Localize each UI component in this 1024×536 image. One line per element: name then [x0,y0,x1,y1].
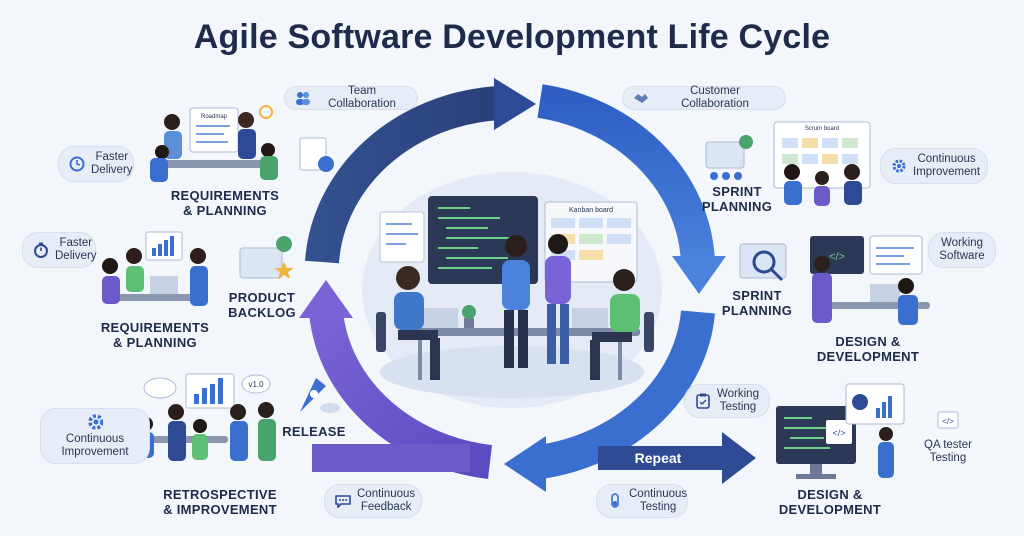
stage-label-retrospective: RETROSPECTIVE & IMPROVEMENT [163,487,277,517]
pill-working-testing: Working Testing [684,384,770,418]
stage-label-requirements-mid: REQUIREMENTS & PLANNING [100,320,210,350]
stage-label-design-dev-mid: DESIGN & DEVELOPMENT [816,334,920,364]
test-tube-icon [607,493,623,509]
center-illustration: Kanban board [376,196,654,380]
pill-label: Continuous Improvement [61,432,129,458]
arrow-bottom-right [537,310,715,479]
pill-working-software: Working Software [928,232,996,268]
svg-text:</>: </> [832,428,845,438]
pill-continuous-improvement-left: Continuous Improvement [40,408,150,464]
stage-label-release: RELEASE [282,424,346,439]
pill-label: Continuous Testing [629,488,688,513]
gear-icon [87,413,103,430]
svg-text:</>: </> [829,251,845,263]
arrow-top-right [537,84,715,264]
clipboard-icon [695,393,711,409]
pill-label: Working Software [939,237,985,262]
svg-text:Roadmap: Roadmap [201,114,228,120]
pill-continuous-feedback: Continuous Feedback [324,484,422,518]
pill-label: Working Testing [717,388,759,413]
pill-faster-delivery-1: Faster Delivery [58,146,134,182]
chat-bubble-icon [335,493,351,509]
pill-customer-collaboration: Customer Collaboration [622,85,786,110]
pill-qa-tester-testing: QA tester Testing [906,436,990,468]
pill-label: Faster Delivery [91,151,133,176]
svg-text:Scrum board: Scrum board [805,126,839,132]
arrow-top-left [305,86,502,264]
pill-label: Faster Delivery [55,237,97,262]
repeat-label: Repeat [634,450,682,466]
handshake-icon [633,90,649,106]
stage-label-sprint-planning-top: SPRINT PLANNING [701,184,773,214]
sprint-planning-top-illustration: Scrum board [705,121,871,206]
pill-faster-delivery-2: Faster Delivery [22,232,97,268]
retrospective-illustration: v1.0 [138,373,340,461]
svg-text:Kanban board: Kanban board [569,207,613,214]
clock-icon [69,156,85,172]
stage-label-product-backlog: PRODUCT BACKLOG [228,290,296,320]
requirements-mid-illustration [102,231,294,306]
stage-label-sprint-planning-mid: SPRINT PLANNING [721,288,793,318]
stage-label-requirements-top: REQUIREMENTS & PLANNING [170,188,280,218]
pill-continuous-testing: Continuous Testing [596,484,688,518]
pill-label: Customer Collaboration [681,85,749,110]
stopwatch-icon [33,242,49,258]
repeat-arrow [598,432,756,484]
pill-label: Team Collaboration [328,85,396,110]
pill-label: Continuous Improvement [913,153,981,178]
team-icon [295,90,311,106]
design-dev-mid-illustration: </> [739,235,930,325]
stage-label-design-dev-bottom: DESIGN & DEVELOPMENT [778,487,882,517]
pill-label: QA tester Testing [924,439,972,464]
gear-icon [891,158,907,174]
pill-continuous-improvement-right: Continuous Improvement [880,148,988,184]
svg-text:</>: </> [942,417,954,426]
page-title: Agile Software Development Life Cycle [193,18,831,56]
pill-team-collaboration: Team Collaboration [284,85,418,110]
pill-label: Continuous Feedback [357,488,416,513]
requirements-top-illustration: Roadmap [150,105,334,182]
svg-text:v1.0: v1.0 [248,380,264,389]
design-dev-bottom-illustration: </> </> [776,383,959,479]
rocket-icon [300,378,340,413]
